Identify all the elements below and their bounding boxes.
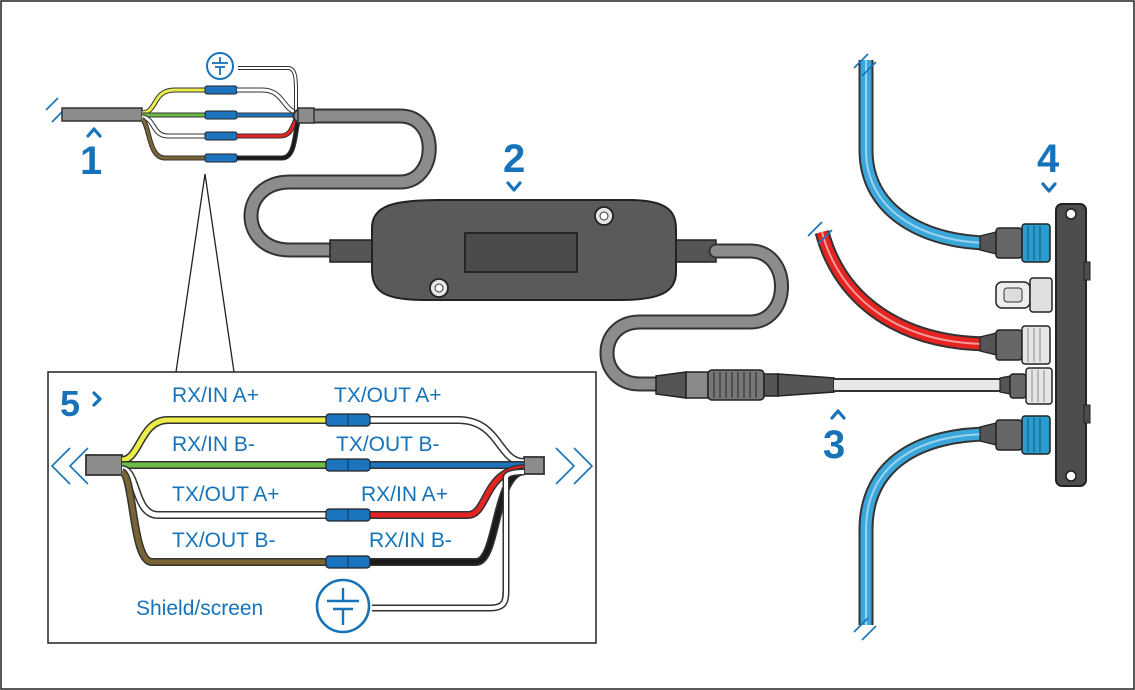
label-rx-a-plus: RX/IN A+ [172,384,259,407]
cable-sheath [61,107,143,122]
label-tx-b-minus: TX/OUT B- [336,433,439,456]
mini-connector [204,85,238,95]
cable-stub-left [85,454,123,476]
cable-break-icon [807,221,833,245]
tee-mounting-bar [1055,203,1087,487]
converter-label-area [464,232,578,273]
backbone-cables [807,53,991,641]
ground-symbol-icon [315,578,371,634]
inset-wires-left [119,416,328,566]
spur-connector [655,369,1010,401]
cable-to-device [245,110,435,256]
plug-white-spur [999,367,1053,405]
cable-tail-1 [45,52,437,258]
callout-3: 3 [823,423,845,467]
callout-1: 1 [80,139,102,183]
label-rx-b-minus: RX/IN B- [172,433,255,456]
chevron-icon [1041,182,1057,193]
mini-connector [204,153,238,163]
mini-connector [204,110,238,120]
cable-break-icon [853,53,877,77]
tee-connector-block [979,203,1091,487]
plug-blue-bottom [979,415,1051,455]
callout-2: 2 [503,137,525,181]
inset-connectors [325,413,371,569]
cable-stub-right [523,456,545,475]
plug-blue-top [979,223,1051,263]
callout-4: 4 [1037,137,1060,181]
label-shield-screen: Shield/screen [136,597,263,620]
plug-white-power [979,325,1051,365]
chevron-icon [92,391,102,407]
converter-device [329,199,717,301]
chevron-icon [506,181,522,192]
mini-connector [204,131,238,141]
cable-break-icon [555,447,594,485]
plug-white-1 [995,277,1053,313]
cable-to-backbone [601,245,787,390]
chevron-icon [86,127,102,138]
cable-break-icon [853,617,877,641]
backbone-cable-top [860,60,991,249]
callout-5: 5 [60,383,80,424]
shield-drain-wire [372,470,525,610]
label-tx-b-minus-2: TX/OUT B- [172,529,275,552]
label-rx-b-minus-2: RX/IN B- [369,529,452,552]
cable-break-icon [50,447,89,485]
inset-wires-right [368,416,526,612]
label-tx-a-plus-2: TX/OUT A+ [172,483,280,506]
ground-symbol-icon [206,52,234,80]
zoom-pointer [175,173,235,373]
label-rx-a-plus-2: RX/IN A+ [361,483,448,506]
label-tx-a-plus: TX/OUT A+ [334,384,442,407]
chevron-icon [830,409,846,420]
